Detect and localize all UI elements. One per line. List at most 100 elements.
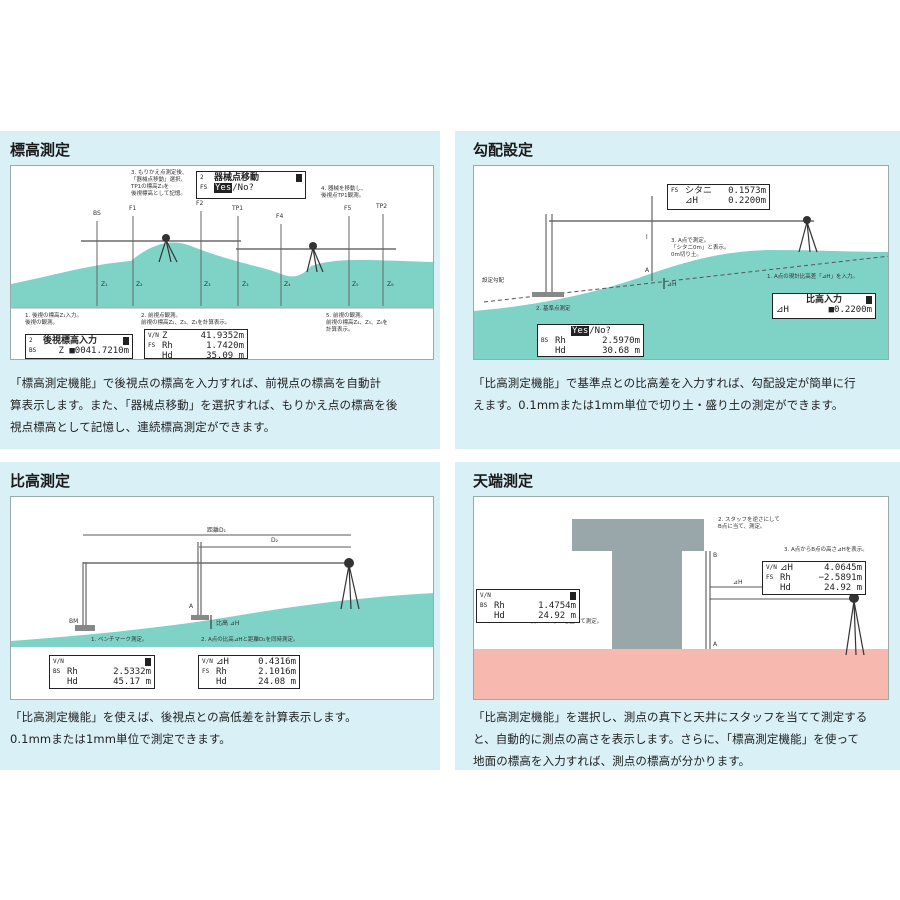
lcd-height-input: 比高入力 ⊿H■0.2200m xyxy=(772,293,876,319)
note-step2: 2. A点の比高⊿Hと距離D₂を同時測定。 xyxy=(201,637,299,643)
desc-line: 「比高測定機能」を使えば、後視点との高低差を計算表示します。 xyxy=(10,710,357,724)
lcd-label: Hd xyxy=(555,346,566,356)
desc-line: 地面の標高を入力すれば、測点の標高が分かります。 xyxy=(473,754,751,768)
note-step2: 2. 前視点観測。 前視の標高Z₂、Z₃、Z₃を計算表示。 xyxy=(141,313,231,326)
note-step1: 1. A点の現計比高差「⊿H」を入力。 xyxy=(767,274,859,280)
dist1-label: 距離D₁ xyxy=(207,527,227,534)
lcd-tag: FS xyxy=(200,184,208,191)
lcd-label: Rh xyxy=(555,336,566,346)
lcd-tag: 2 xyxy=(200,174,204,181)
panel-description: 「比高測定機能」を選択し、測点の真下と天井にスタッフを当てて測定する と、自動的… xyxy=(473,706,893,772)
note-step2: 2. スタッフを逆さにして B点に当て、測定。 xyxy=(718,517,780,530)
lcd-tag: V/N xyxy=(53,658,64,665)
lcd-label: ⊿H xyxy=(216,657,229,667)
desc-line: 視点標高として記憶し、連続標高測定ができます。 xyxy=(10,420,276,434)
point-label: F4 xyxy=(276,213,284,220)
note-step5: 5. 前視の観測。 前視の標高Z₄、Z₅、Z₆を 計算表示。 xyxy=(326,313,388,333)
lcd-label: Rh xyxy=(780,573,791,583)
lcd-tag: BS xyxy=(29,347,37,354)
lcd-label: Rh xyxy=(67,667,78,677)
panel-title: 比高測定 xyxy=(10,472,71,490)
lcd-label: Rh xyxy=(494,601,505,611)
lcd-label: Hd xyxy=(67,677,78,687)
note-slope: 設定勾配 xyxy=(482,278,505,284)
lcd-tag: FS xyxy=(766,574,774,581)
height-difference-illustration xyxy=(11,534,433,647)
point-label: F5 xyxy=(344,205,352,212)
lcd-tag: BS xyxy=(541,337,549,344)
label-l: l xyxy=(646,234,648,241)
lcd-tag: BS xyxy=(480,602,488,609)
panel-title: 標高測定 xyxy=(10,141,71,159)
lcd-value: 2.5332m xyxy=(113,667,151,677)
battery-icon xyxy=(123,336,129,345)
panel-height-difference: 比高測定 距離D₁ D₂ BM A 比高 ⊿H 1. ベンチマーク測 xyxy=(0,462,440,770)
desc-line: 「比高測定機能」を選択し、測点の真下と天井にスタッフを当てて測定する xyxy=(473,710,868,724)
lcd-value: 0.2200m xyxy=(728,196,766,206)
lcd-label: Rh xyxy=(162,341,173,351)
dh-label: 比高 ⊿H xyxy=(216,620,240,627)
yes-option: Yes xyxy=(571,326,590,336)
note-step1: 1. 後視の標高Z₁入力。 後視の観測。 xyxy=(25,313,82,326)
lcd-value: 41.9352m xyxy=(200,331,244,341)
note-step3: 3. もりかえ点測定後、 「器械点移動」選択、 TP1の標高Z₃を 後視標高とし… xyxy=(131,170,188,197)
battery-icon xyxy=(570,591,576,600)
z-label: Z₁ xyxy=(101,281,108,288)
lcd-tag: V/N xyxy=(480,592,491,599)
desc-line: と、自動的に測点の高さを表示します。さらに、「標高測定機能」を使って xyxy=(473,732,860,746)
lcd-value: 0.1573m xyxy=(728,186,766,196)
diagram-ceiling: 2. スタッフを逆さにして B点に当て、測定。 3. A点からB点の高さ⊿Hを表… xyxy=(473,496,889,700)
note-step4: 4. 器械を移動し、 後視点TP1観測。 xyxy=(321,186,367,199)
lcd-value: 4.0645m xyxy=(824,563,862,573)
lcd-value: ■0.2200m xyxy=(828,305,872,315)
elevation-illustration xyxy=(11,211,433,309)
lcd-ground-staff: V/N BS Rh 1.4754m Hd 24.92 m xyxy=(476,589,580,623)
z-label: Z₃ xyxy=(242,281,249,288)
panel-title: 天端測定 xyxy=(473,472,534,490)
lcd-label: ⊿H xyxy=(780,563,793,573)
dh-label: ⊿H xyxy=(733,579,743,586)
lcd-value: Z ■0041.7210m xyxy=(58,346,129,356)
lcd-value: −2.5891m xyxy=(818,573,862,583)
dist2-label: D₂ xyxy=(271,537,279,544)
lcd-value: 2.5970m xyxy=(602,336,640,346)
z-label: Z₆ xyxy=(387,281,394,288)
label-a: A xyxy=(645,267,650,274)
lcd-label: Hd xyxy=(494,611,505,621)
a-label: A xyxy=(189,603,194,610)
point-label: F1 xyxy=(129,205,137,212)
desc-line: 0.1mmまたは1mm単位で測定できます。 xyxy=(10,732,231,746)
lcd-value: 24.92 m xyxy=(538,611,576,621)
point-label: TP1 xyxy=(232,205,244,212)
a-label: A xyxy=(713,641,718,648)
panel-elevation: 標高測定 BS F1 F2 TP1 xyxy=(0,131,440,449)
no-option: /No? xyxy=(589,326,611,336)
panel-description: 「比高測定機能」で基準点との比高差を入力すれば、勾配設定が簡単に行 えます。0.… xyxy=(473,372,893,416)
lcd-tag: V/N xyxy=(202,658,213,665)
lcd-value: 24.92 m xyxy=(824,583,862,593)
lcd-title: 器械点移動 xyxy=(214,173,260,183)
lcd-value: 1.4754m xyxy=(538,601,576,611)
label-dh: ⊿H xyxy=(667,281,677,288)
lcd-label: Hd xyxy=(216,677,227,687)
note-step1: 1. ベンチマーク測定。 xyxy=(91,637,148,643)
z-label: Z₃ xyxy=(204,281,211,288)
point-label: F2 xyxy=(196,200,204,207)
desc-line: えます。0.1mmまたは1mm単位で切り土・盛り土の測定ができます。 xyxy=(473,398,844,412)
lcd-label: ⊿H xyxy=(685,196,698,206)
diagram-elevation: BS F1 F2 TP1 F4 F5 TP2 Z₁ Z₂ Z₃ Z₃ Z₄ Z₅… xyxy=(10,165,434,360)
lcd-value: 2.1016m xyxy=(258,667,296,677)
lcd-value: 0.4316m xyxy=(258,657,296,667)
point-label: TP2 xyxy=(376,203,388,210)
panel-description: 「標高測定機能」で後視点の標高を入力すれば、前視点の標高を自動計 算表示します。… xyxy=(10,372,434,438)
lcd-label: Z xyxy=(162,331,168,341)
bm-label: BM xyxy=(69,618,79,625)
diagram-height-difference: 距離D₁ D₂ BM A 比高 ⊿H 1. ベンチマーク測定。 2. A点の比高… xyxy=(10,496,434,700)
lcd-label: シタニ xyxy=(685,186,713,196)
point-label: BS xyxy=(93,210,101,217)
